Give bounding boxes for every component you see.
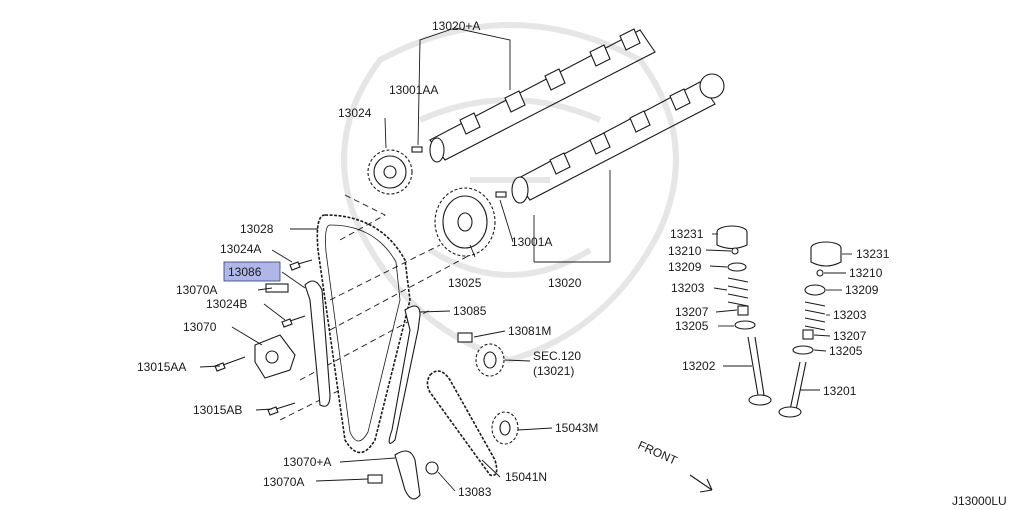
diagram-code: J13000LU — [952, 494, 1007, 508]
label-13205-exhaust[interactable]: 13205 — [829, 344, 863, 358]
highlighted-part-box — [223, 261, 281, 282]
label-13020A[interactable]: 13020+A — [432, 19, 480, 33]
label-13231-intake[interactable]: 13231 — [670, 227, 704, 241]
label-13070pA[interactable]: 13070+A — [283, 455, 331, 469]
label-13209-exhaust[interactable]: 13209 — [845, 283, 879, 297]
crank-key — [457, 332, 473, 343]
label-13203-exhaust[interactable]: 13203 — [833, 308, 867, 322]
label-13201[interactable]: 13201 — [823, 384, 857, 398]
cam-dowel-pins — [411, 146, 507, 198]
label-13070[interactable]: 13070 — [183, 320, 217, 334]
oil-pump-chain[interactable] — [426, 370, 498, 477]
slack-guide[interactable] — [304, 280, 331, 407]
label-13025[interactable]: 13025 — [448, 276, 482, 290]
front-direction-arrow-icon — [689, 474, 713, 493]
label-13024B[interactable]: 13024B — [206, 297, 247, 311]
valve-train-intake[interactable] — [716, 225, 772, 406]
label-sec120[interactable]: SEC.120 — [533, 349, 581, 363]
label-13081M[interactable]: 13081M — [508, 324, 551, 338]
chain-tension-guide[interactable] — [388, 305, 421, 444]
label-13020[interactable]: 13020 — [548, 276, 582, 290]
exhaust-camshaft[interactable] — [511, 73, 725, 204]
label-13001AA[interactable]: 13001AA — [389, 83, 438, 97]
label-13231-exhaust[interactable]: 13231 — [856, 247, 890, 261]
valve-timing-control-sprocket[interactable] — [434, 187, 496, 257]
label-13070A-top[interactable]: 13070A — [176, 283, 217, 297]
front-label: FRONT — [636, 438, 680, 468]
crankshaft-sprocket[interactable] — [475, 343, 505, 377]
timing-chain[interactable] — [316, 214, 411, 454]
label-13202[interactable]: 13202 — [682, 359, 716, 373]
label-13024A[interactable]: 13024A — [220, 242, 261, 256]
label-13205-intake[interactable]: 13205 — [675, 319, 709, 333]
label-13015AA[interactable]: 13015AA — [137, 360, 186, 374]
leader-lines — [199, 27, 852, 492]
label-15043M[interactable]: 15043M — [555, 421, 598, 435]
intake-camshaft[interactable] — [429, 28, 656, 163]
label-13210-intake[interactable]: 13210 — [668, 244, 702, 258]
label-13210-exhaust[interactable]: 13210 — [849, 266, 883, 280]
bolts — [214, 259, 313, 416]
label-13207-intake[interactable]: 13207 — [675, 305, 709, 319]
label-13085[interactable]: 13085 — [453, 304, 487, 318]
chain-tensioner[interactable] — [254, 334, 296, 379]
valve-train-exhaust[interactable] — [778, 241, 842, 418]
part-labels: 13020+A 13001AA 13024 13028 13024A 13086… — [137, 19, 1007, 508]
label-13086[interactable]: 13086 — [228, 265, 262, 279]
label-13083[interactable]: 13083 — [458, 485, 492, 499]
oil-pump-chain-tensioner[interactable] — [367, 450, 439, 500]
label-13015AB[interactable]: 13015AB — [193, 403, 242, 417]
label-13001A[interactable]: 13001A — [511, 235, 552, 249]
oil-pump-sprocket[interactable] — [491, 411, 519, 445]
label-13028[interactable]: 13028 — [240, 222, 274, 236]
label-15041N[interactable]: 15041N — [505, 470, 547, 484]
label-13024[interactable]: 13024 — [338, 106, 372, 120]
label-sec120-ref: (13021) — [533, 364, 574, 378]
label-13209-intake[interactable]: 13209 — [668, 260, 702, 274]
label-13203-intake[interactable]: 13203 — [671, 281, 705, 295]
label-13207-exhaust[interactable]: 13207 — [833, 329, 867, 343]
label-13070A-bottom[interactable]: 13070A — [263, 475, 304, 489]
camshaft-sprocket[interactable] — [367, 149, 413, 195]
watermark-emblem — [341, 22, 679, 364]
